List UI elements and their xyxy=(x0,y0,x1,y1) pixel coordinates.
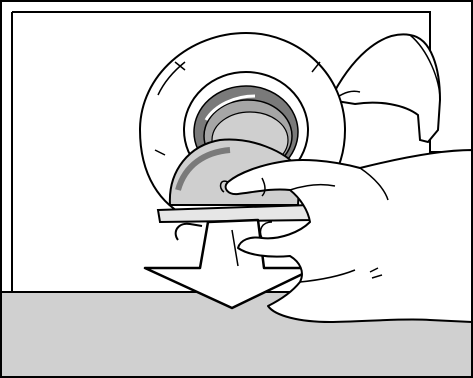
illustration-canvas xyxy=(0,0,473,378)
instruction-illustration xyxy=(0,0,473,378)
